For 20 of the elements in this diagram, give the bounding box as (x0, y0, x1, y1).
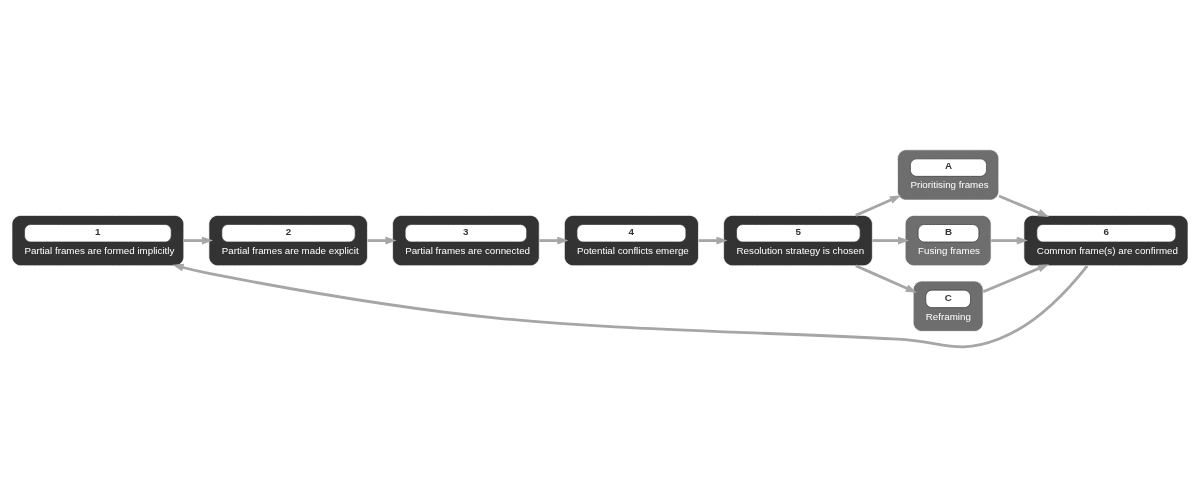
arrow (855, 195, 902, 217)
arrow (367, 236, 397, 245)
node-box: 5 Resolution strategy is chosen (723, 215, 873, 267)
arrow (183, 236, 214, 245)
node-box: B Fusing frames (904, 215, 992, 267)
arrow (855, 264, 917, 293)
arrow (998, 194, 1050, 218)
node-box: C Reframing (912, 280, 984, 332)
arrow (872, 236, 910, 245)
node-box: 4 Potential conflicts emerge (564, 215, 699, 267)
node-box: 1 Partial frames are formed implicitly (11, 215, 185, 267)
arrow (991, 236, 1028, 245)
node-box: 3 Partial frames are connected (392, 215, 540, 267)
node-box: A Prioritising frames (897, 149, 1000, 201)
arrow (172, 263, 1089, 349)
arrow (698, 236, 728, 245)
arrow (982, 264, 1050, 294)
node-box: 2 Partial frames are made explicit (208, 215, 368, 267)
arrow (539, 236, 569, 245)
node-box: 6 Common frame(s) are confirmed (1023, 215, 1189, 267)
